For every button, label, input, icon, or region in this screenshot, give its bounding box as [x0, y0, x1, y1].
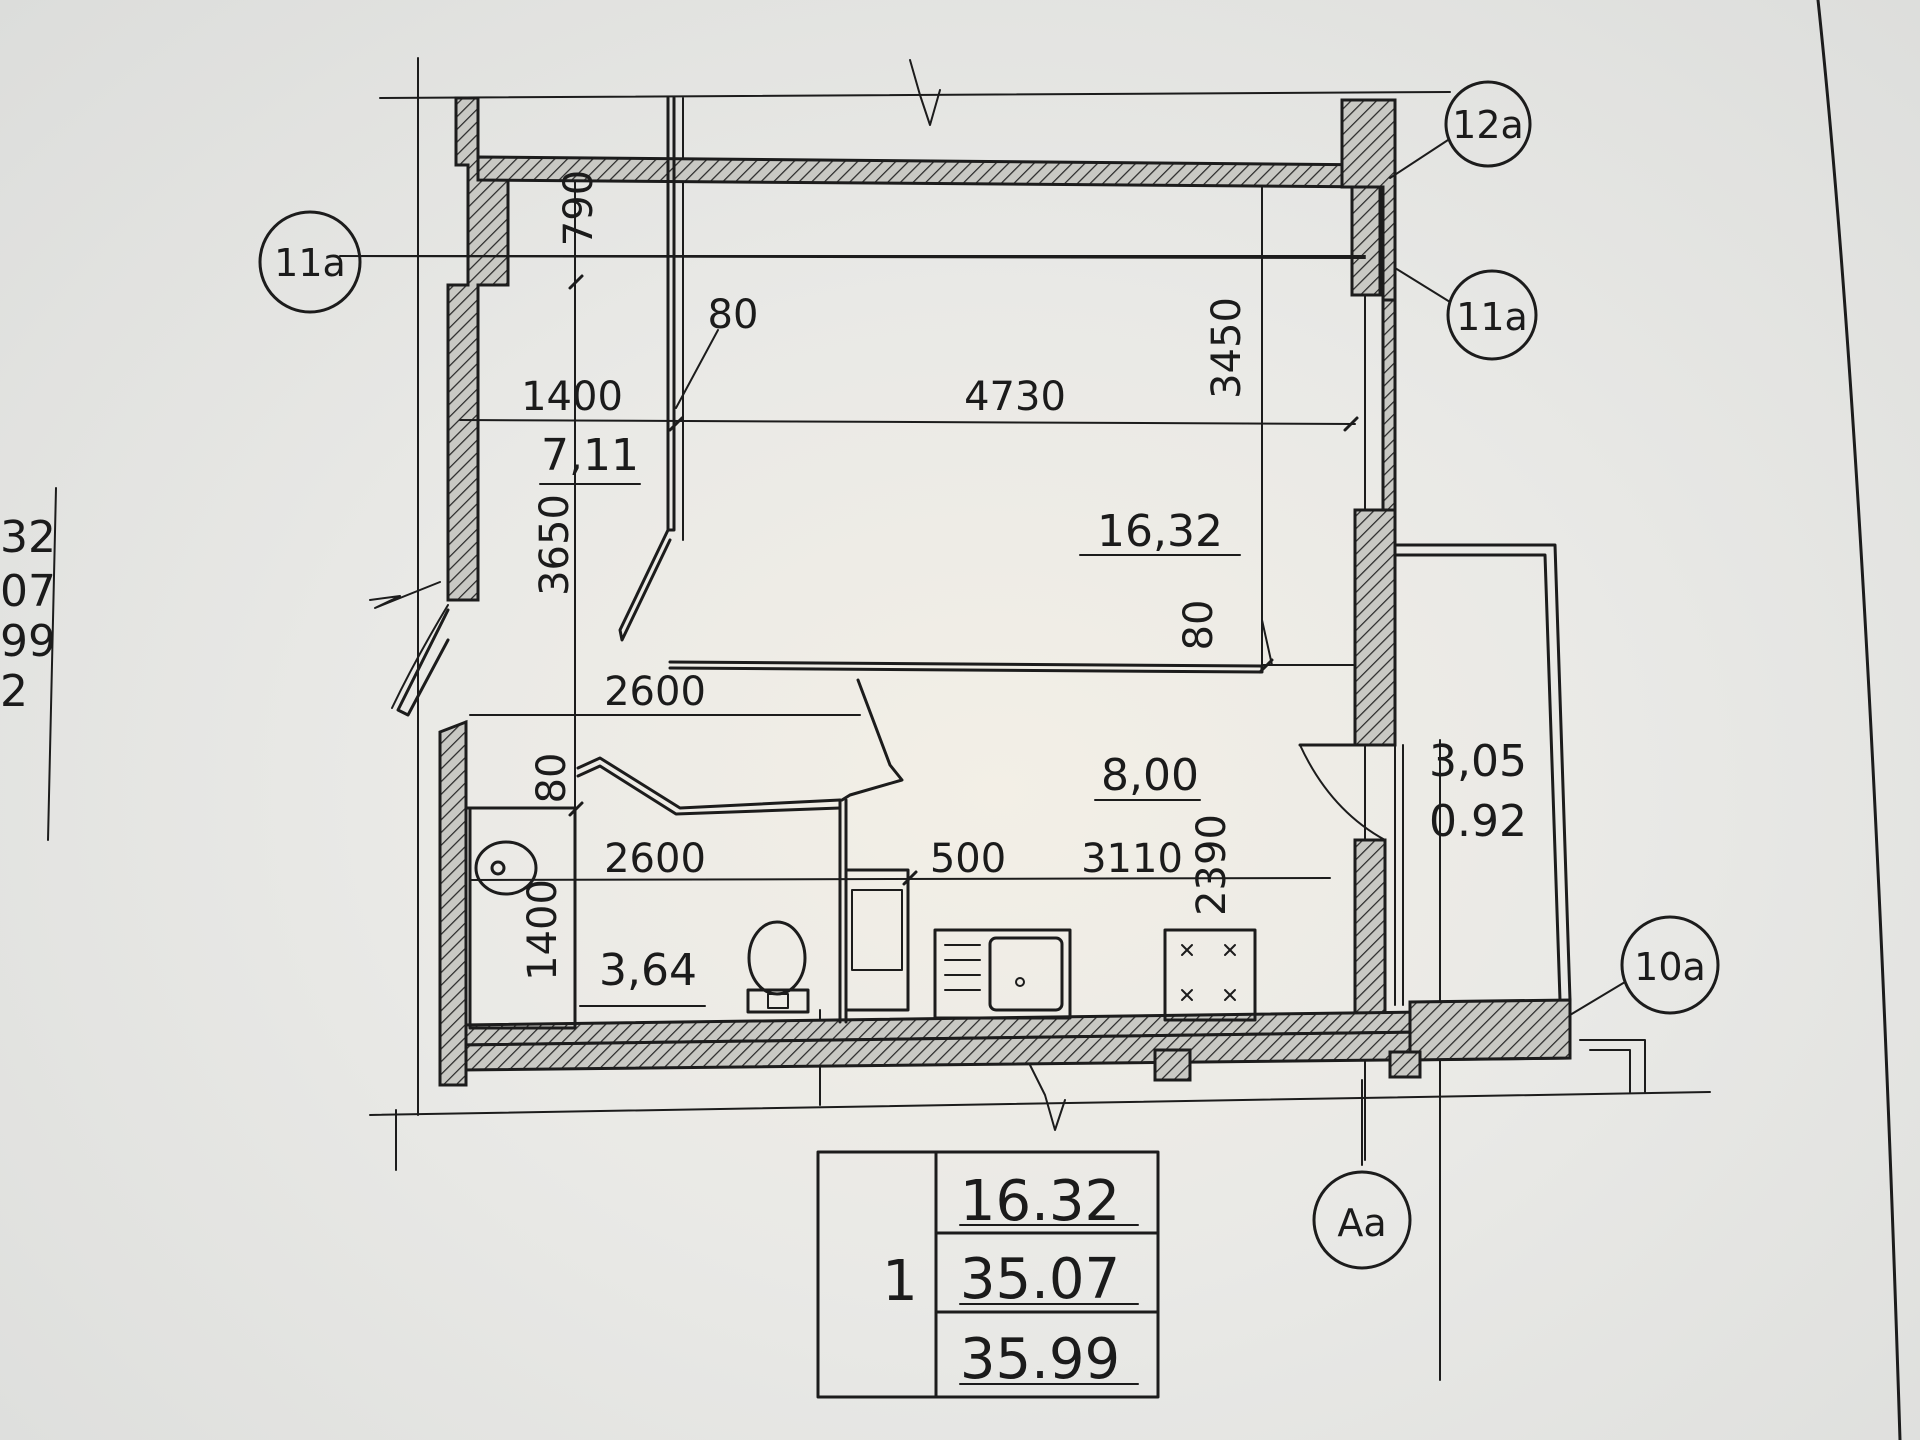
dim-80-mid: 80 — [1176, 600, 1222, 651]
dim-1400-top: 1400 — [521, 374, 623, 420]
side-fragment-3: 99 — [0, 616, 56, 667]
area-balcony-reduced: 0.92 — [1429, 796, 1527, 847]
dim-3650: 3650 — [532, 494, 578, 596]
toilet — [747, 920, 807, 996]
kitchen-sink — [933, 928, 1072, 1020]
axis-circle-10a — [1620, 915, 1720, 1015]
dim-80-bath: 80 — [529, 753, 575, 804]
fixtures — [468, 806, 1257, 1030]
dim-2600-a: 2600 — [604, 669, 706, 715]
side-fragment-4: 2 — [0, 666, 28, 717]
axis-label-Aa: Аа — [1337, 1201, 1386, 1245]
dim-790: 790 — [556, 170, 602, 246]
side-fragment-2: 07 — [0, 566, 56, 617]
side-fragment-line — [47, 487, 57, 841]
axis-markers — [258, 80, 1720, 1270]
dim-3110: 3110 — [1081, 836, 1183, 882]
table-total-area: 35.07 — [960, 1247, 1120, 1312]
dim-2390: 2390 — [1189, 814, 1235, 916]
area-living-room: 16,32 — [1097, 506, 1223, 557]
axis-label-10a: 10а — [1634, 945, 1706, 989]
axis-label-12a: 12а — [1452, 103, 1524, 147]
table-total-with-balcony: 35.99 — [960, 1327, 1120, 1392]
table-rooms-count: 1 — [882, 1249, 918, 1314]
dim-1400-bath: 1400 — [520, 879, 566, 981]
dim-3450: 3450 — [1204, 297, 1250, 399]
dim-500: 500 — [930, 836, 1006, 882]
washbasin — [474, 840, 538, 896]
bathtub-outline — [468, 806, 577, 1030]
axis-label-11a-left: 11а — [274, 241, 346, 285]
walls — [438, 96, 1572, 1087]
dim-80-top: 80 — [708, 292, 759, 338]
page-edge — [1816, 0, 1902, 1440]
dimension-lines — [339, 255, 1366, 1007]
appliance — [844, 868, 910, 1012]
axis-circle-12a — [1444, 80, 1532, 168]
summary-table — [816, 1150, 1160, 1399]
stove — [1163, 928, 1257, 1022]
side-fragment-1: 32 — [0, 512, 56, 563]
axis-circle-11a-right — [1446, 269, 1538, 361]
area-corridor: 7,11 — [541, 430, 639, 481]
axis-label-11a-right: 11а — [1456, 295, 1528, 339]
axis-circle-11a-left — [258, 210, 362, 314]
area-bathroom: 3,64 — [599, 945, 697, 996]
dim-4730: 4730 — [964, 374, 1066, 420]
table-living-area: 16.32 — [960, 1169, 1120, 1234]
dim-2600-b: 2600 — [604, 836, 706, 882]
area-balcony: 3,05 — [1429, 736, 1527, 787]
area-kitchen: 8,00 — [1101, 750, 1199, 801]
axis-circle-Aa — [1312, 1170, 1412, 1270]
